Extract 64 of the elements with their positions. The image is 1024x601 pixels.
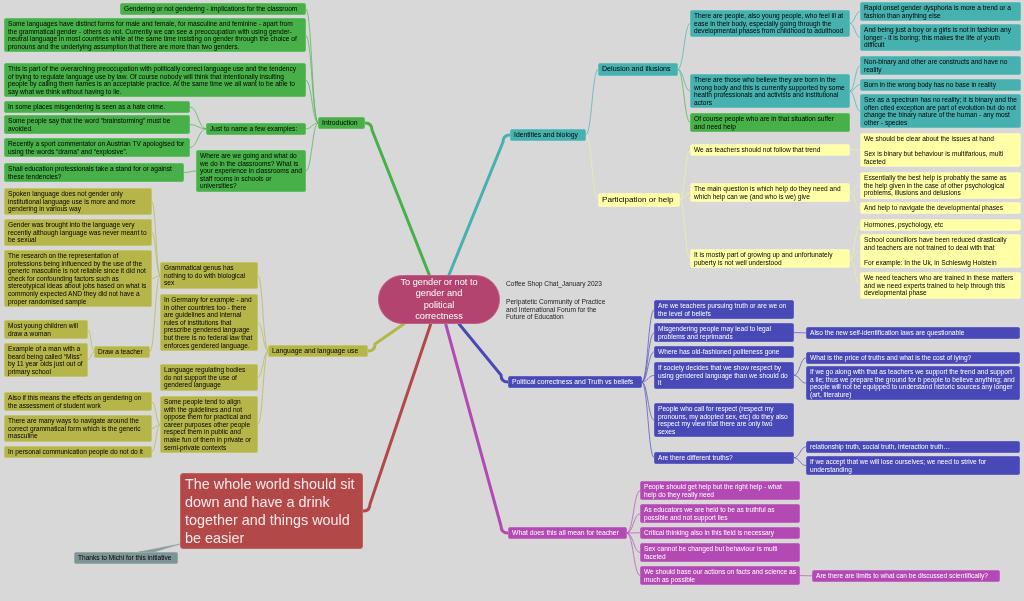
connector-line bbox=[626, 490, 641, 534]
connector-line bbox=[305, 122, 319, 130]
connector-line bbox=[849, 258, 861, 286]
connector-line bbox=[151, 424, 161, 429]
connector-line bbox=[679, 199, 691, 259]
connector-line bbox=[189, 106, 207, 130]
connector-line bbox=[849, 23, 861, 38]
connector-line bbox=[849, 224, 861, 259]
connector-line bbox=[189, 128, 207, 148]
connector-line bbox=[626, 513, 641, 534]
branch-line bbox=[457, 322, 510, 384]
branch-line bbox=[363, 121, 431, 277]
note-box: The whole world should sit down and have a drink together and things would be easier bbox=[180, 473, 363, 549]
connector-line bbox=[641, 375, 655, 383]
branch-line bbox=[366, 322, 406, 353]
topic-box bbox=[860, 133, 1021, 168]
connector-line bbox=[626, 532, 641, 553]
connector-line bbox=[849, 192, 861, 209]
connector-line bbox=[257, 350, 269, 425]
topic-box: Participation or help bbox=[598, 193, 680, 207]
connector-line bbox=[151, 232, 161, 276]
connector-line bbox=[849, 90, 861, 112]
connector-line bbox=[849, 84, 861, 92]
connector-line bbox=[849, 65, 861, 92]
connector-line bbox=[679, 192, 691, 201]
branch-line bbox=[444, 322, 510, 535]
connector-line bbox=[87, 329, 95, 353]
branch-line bbox=[361, 322, 433, 513]
connector-line bbox=[793, 375, 807, 384]
connector-line bbox=[626, 532, 641, 534]
connector-line bbox=[585, 134, 599, 201]
connector-line bbox=[799, 575, 813, 577]
connector-line bbox=[793, 357, 807, 376]
connector-line bbox=[641, 332, 655, 383]
connector-line bbox=[151, 424, 161, 453]
connector-line bbox=[849, 250, 861, 259]
connector-line bbox=[849, 11, 861, 24]
connector-line bbox=[149, 275, 161, 353]
connector-line bbox=[151, 275, 161, 279]
connector-line bbox=[305, 79, 319, 124]
connector-line bbox=[849, 185, 861, 193]
callout-pointer bbox=[138, 543, 181, 553]
connector-line bbox=[677, 68, 691, 92]
connector-line bbox=[641, 351, 655, 383]
connector-line bbox=[793, 332, 807, 334]
connector-line bbox=[189, 124, 207, 130]
branch-line bbox=[447, 133, 512, 277]
connector-line bbox=[626, 532, 641, 576]
connector-line bbox=[257, 322, 269, 352]
connector-line bbox=[87, 351, 95, 361]
connector-line bbox=[257, 350, 269, 378]
connector-line bbox=[305, 122, 319, 172]
connector-line bbox=[151, 401, 161, 425]
connector-line bbox=[641, 381, 655, 421]
connector-line bbox=[793, 446, 807, 459]
connector-line bbox=[677, 23, 691, 70]
topic-box bbox=[860, 234, 1021, 269]
connector-line bbox=[183, 170, 197, 173]
connector-line bbox=[793, 457, 807, 466]
connector-line bbox=[641, 381, 655, 459]
connector-line bbox=[679, 149, 691, 201]
central-topic-pill: To gender or not to gender and political correctness bbox=[378, 275, 500, 324]
connector-line bbox=[677, 68, 691, 123]
connector-line bbox=[585, 68, 599, 136]
